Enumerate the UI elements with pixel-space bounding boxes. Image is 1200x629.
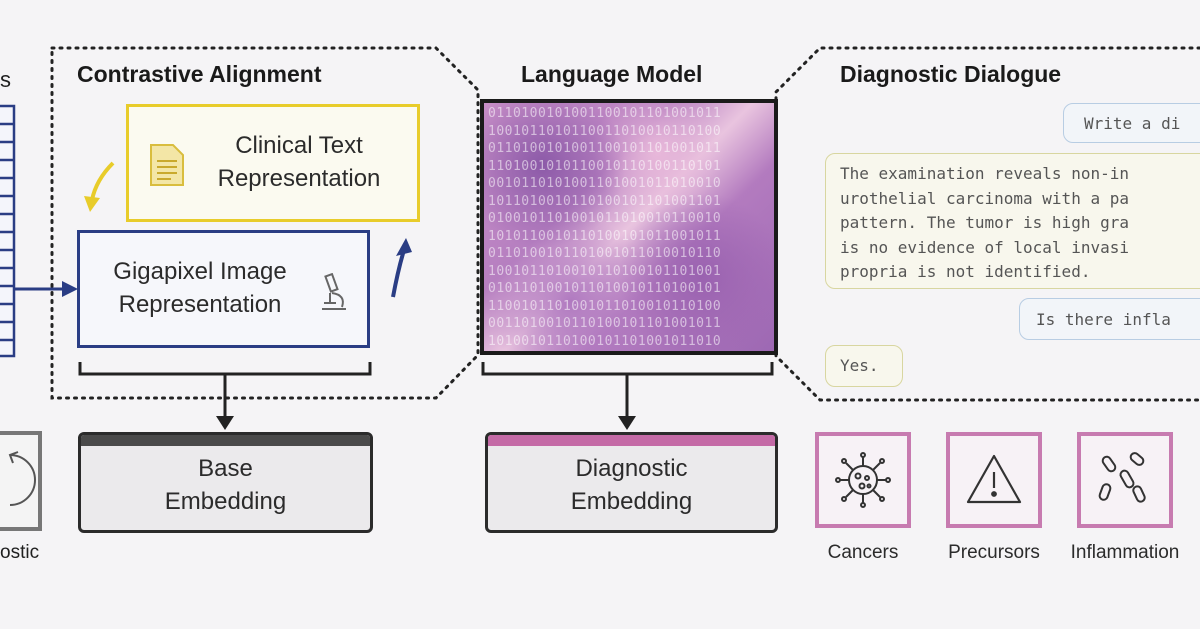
cancers-label: Cancers [827, 542, 899, 563]
assistant-message-2: Yes. [825, 345, 903, 387]
user-message-2: Is there infla [1019, 298, 1200, 340]
user-message-2-text: Is there infla [1036, 310, 1171, 329]
dialogue-title: Diagnostic Dialogue [840, 61, 1062, 87]
contrastive-bracket [78, 362, 372, 376]
diagnostic-embedding-box: Diagnostic Embedding [485, 432, 778, 533]
navy-curve-arrow [391, 249, 406, 298]
inflammation-box [1077, 432, 1173, 528]
contrastive-title: Contrastive Alignment [77, 61, 322, 87]
base-embedding-line2: Embedding [164, 488, 287, 515]
base-embedding-line1: Base [198, 455, 253, 482]
language-model-title: Language Model [521, 61, 703, 87]
left-bottom-partial-label: ostic [0, 542, 40, 563]
yellow-curve-arrow [90, 161, 115, 201]
histology-image: 0110100101001100101101001011 10010110101… [480, 99, 778, 355]
clinical-text-line1: Clinical Text [235, 132, 363, 159]
user-message-1: Write a di [1063, 103, 1200, 143]
gigapixel-line1: Gigapixel Image [113, 258, 287, 285]
inflammation-label: Inflammation [1070, 542, 1180, 563]
virus-icon [831, 448, 895, 517]
binary-overlay: 0110100101001100101101001011 10010110101… [488, 106, 722, 349]
clinical-text-box: Clinical Text Representation [126, 104, 420, 222]
diagnostic-embedding-line2: Embedding [570, 488, 693, 515]
diagnostic-embedding-line1: Diagnostic [575, 455, 688, 482]
assistant-line-2: urothelial carcinoma with a pa [840, 188, 1129, 208]
assistant-message-1: The examination reveals non-in urothelia… [825, 153, 1200, 289]
lm-bracket [481, 362, 774, 376]
base-embedding-box: Base Embedding [78, 432, 373, 533]
diagnostic-embedding-bar [488, 435, 775, 446]
assistant-line-1: The examination reveals non-in [840, 164, 1129, 183]
base-embedding-bar [81, 435, 370, 446]
precursors-label: Precursors [948, 542, 1040, 563]
precursors-box [946, 432, 1042, 528]
left-top-partial-label: s [0, 67, 11, 92]
warning-icon [962, 448, 1026, 517]
gigapixel-line2: Representation [118, 291, 282, 318]
user-message-1-text: Write a di [1084, 114, 1181, 133]
dialogue-frame [774, 46, 1200, 402]
assistant-message-2-text: Yes. [840, 356, 879, 375]
left-partial-box [0, 431, 42, 531]
document-icon [149, 143, 185, 192]
microscope-icon [316, 272, 350, 318]
left-stack [0, 104, 16, 358]
cancers-box [815, 432, 911, 528]
assistant-line-3: pattern. The tumor is high gra [840, 213, 1129, 232]
assistant-line-4: is no evidence of local invasi [840, 237, 1129, 257]
clinical-text-line2: Representation [217, 165, 381, 192]
contrastive-frame [50, 46, 480, 400]
bacteria-icon [1093, 448, 1157, 517]
gigapixel-box: Gigapixel Image Representation [77, 230, 370, 348]
assistant-line-5: propria is not identified. [840, 262, 1091, 281]
